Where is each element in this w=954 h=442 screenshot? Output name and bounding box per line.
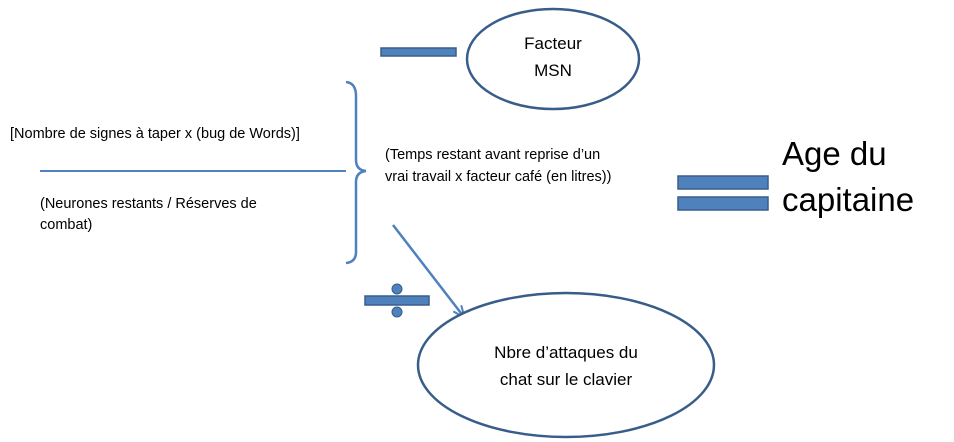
middle-text-line-1: (Temps restant avant reprise d’un <box>385 147 601 163</box>
bottom-ellipse-text-line-1: Nbre d’attaques du <box>494 343 638 362</box>
division-sign-bar <box>364 295 430 306</box>
bottom-ellipse-text-line-2: chat sur le clavier <box>499 370 633 389</box>
equals-sign-top <box>677 175 769 190</box>
numerator-text: [Nombre de signes à taper x (bug de Word… <box>10 126 300 142</box>
arrow <box>392 224 464 317</box>
top-ellipse-text-line-1: Facteur <box>524 34 582 53</box>
facteur-msn-ellipse <box>465 7 641 111</box>
middle-text-line-2: vrai travail x facteur café (en litres)) <box>385 169 612 185</box>
equals-sign-bottom <box>677 196 769 211</box>
division-sign-dot-top <box>391 283 403 295</box>
division-sign-dot-bottom <box>391 306 403 318</box>
top-ellipse-text-line-2: MSN <box>534 61 572 80</box>
minus-sign <box>380 47 457 57</box>
chat-clavier-ellipse <box>416 291 716 439</box>
denominator-text-line-1: (Neurones restants / Réserves de <box>40 196 257 212</box>
closing-brace <box>345 80 367 265</box>
denominator-text-line-2: combat) <box>40 217 93 233</box>
result-text-line-2: capitaine <box>782 181 915 218</box>
result-text-line-1: Age du <box>782 135 887 172</box>
